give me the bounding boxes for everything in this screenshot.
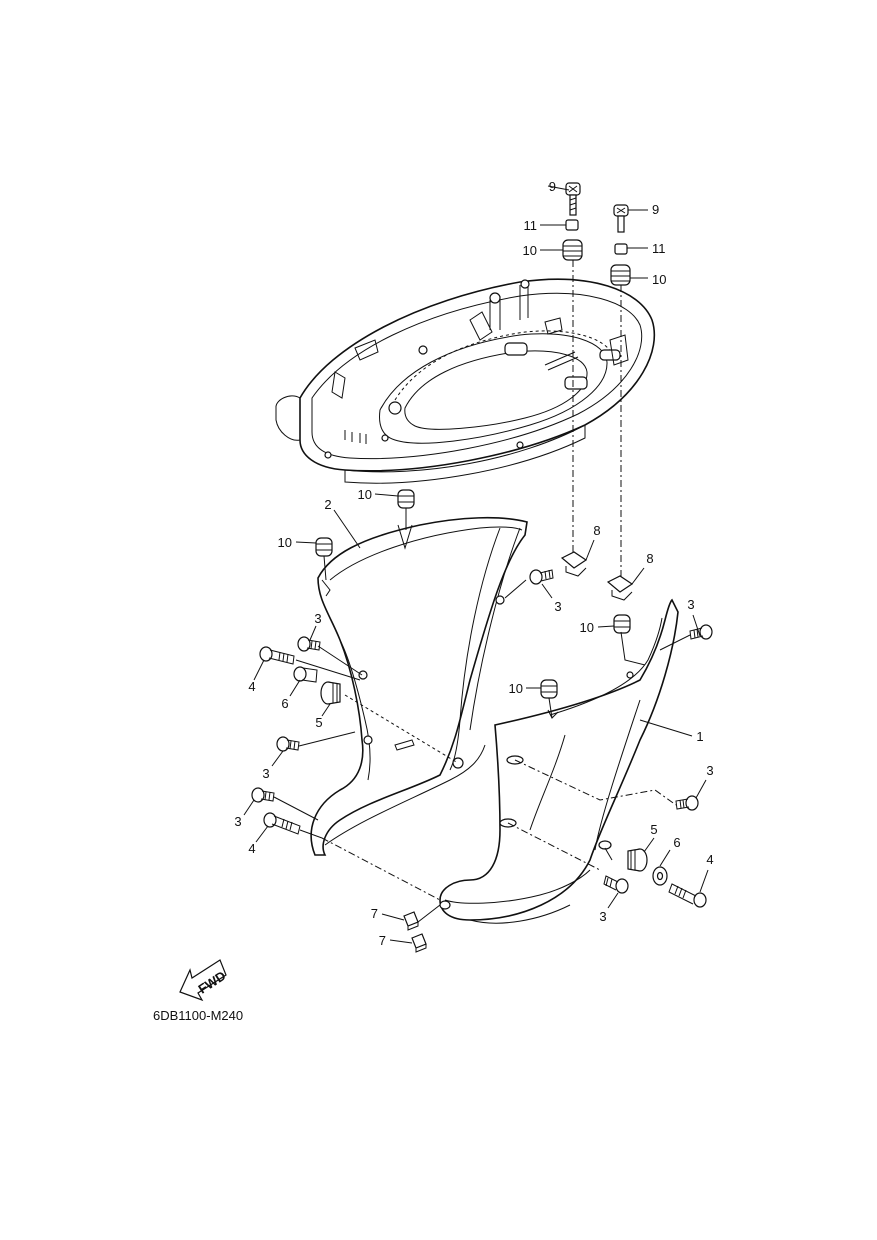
callout-11-left: 11 [524, 218, 538, 233]
callout-3-right-middle: 3 [706, 763, 713, 778]
bottom-cowling-tray [275, 278, 656, 484]
callout-3-upper-center: 3 [554, 599, 561, 614]
diagram-code: 6DB1100-M240 [153, 1008, 244, 1023]
collar-6-left [293, 666, 318, 683]
callout-3-right-top: 3 [687, 597, 694, 612]
callout-10-right: 10 [652, 272, 666, 287]
callout-9-right: 9 [652, 202, 659, 217]
bolt-3-right-top [689, 624, 713, 640]
callout-5-left: 5 [315, 715, 322, 730]
bolt-3-upper-center [529, 569, 554, 585]
callout-8-right: 8 [646, 551, 653, 566]
callout-4-left-lower: 4 [248, 841, 255, 856]
grommet-10-right [610, 264, 631, 286]
callout-11-right: 11 [652, 241, 666, 256]
callout-1: 1 [696, 729, 703, 744]
callout-10-right-cover: 10 [580, 620, 594, 635]
callout-10-left: 10 [523, 243, 537, 258]
callout-4-left-upper: 4 [248, 679, 255, 694]
grommet-10-left [562, 239, 583, 261]
mounting-bolt-9-right [613, 204, 629, 233]
bolt-3-right-middle [675, 795, 699, 811]
fwd-arrow-icon: FWD [179, 959, 228, 1002]
callout-4-right: 4 [706, 852, 713, 867]
callout-6-left: 6 [281, 696, 288, 711]
bolt-4-left-upper [259, 646, 295, 665]
callout-6-right: 6 [673, 835, 680, 850]
callout-2: 2 [324, 497, 331, 512]
callout-8-left: 8 [593, 523, 600, 538]
grommet-5-right [627, 848, 648, 872]
callout-9-left: 9 [549, 179, 556, 194]
nut-7-lower [411, 933, 427, 953]
bolt-3-left-upper [297, 636, 321, 652]
bolt-3-left-middle [276, 736, 300, 752]
lower-side-cover-2 [310, 516, 528, 856]
grommet-10-lower-center [540, 679, 558, 699]
callout-3-left-middle: 3 [262, 766, 269, 781]
mounting-bolt-9-left [565, 182, 581, 216]
grommet-5-left [320, 681, 341, 705]
callout-3-left-upper: 3 [314, 611, 321, 626]
plate-8-left [560, 551, 588, 577]
callout-10-lower-center: 10 [509, 681, 523, 696]
callout-10-top-center: 10 [358, 487, 372, 502]
callout-7-upper: 7 [371, 906, 378, 921]
collar-11-left [565, 219, 579, 231]
grommet-10-left-cover [315, 537, 333, 557]
bolt-4-left-lower [263, 812, 301, 835]
grommet-10-right-cover [613, 614, 631, 634]
callout-7-lower: 7 [379, 933, 386, 948]
washer-6-right [652, 866, 668, 886]
callout-10-left-cover: 10 [278, 535, 292, 550]
bolt-4-right [668, 883, 707, 908]
nut-7-upper [403, 911, 419, 931]
callout-3-bottom-right: 3 [599, 909, 606, 924]
bolt-3-bottom-right [603, 875, 629, 894]
plate-8-right [606, 575, 634, 601]
callout-5-right: 5 [650, 822, 657, 837]
collar-11-right [614, 243, 628, 255]
grommet-10-top-center [397, 489, 415, 509]
bolt-3-left-lower [251, 787, 275, 803]
callout-3-left-lower: 3 [234, 814, 241, 829]
